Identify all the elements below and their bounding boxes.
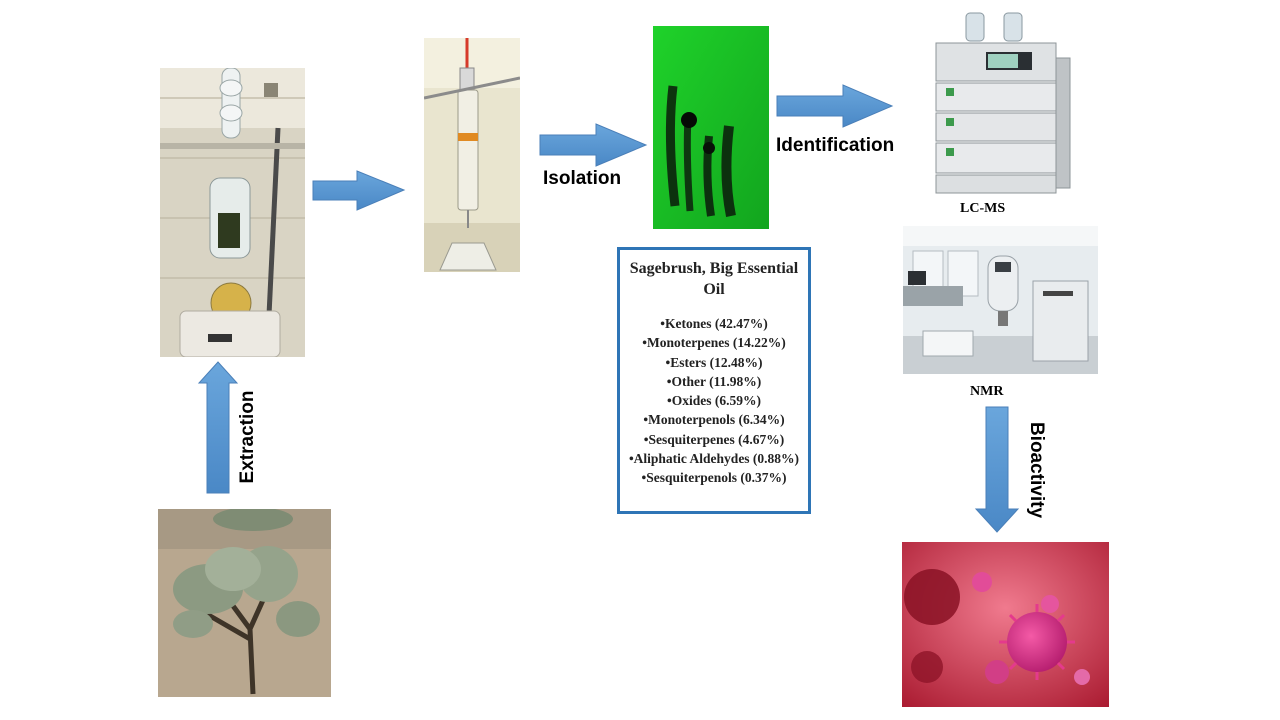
nmr-label: NMR bbox=[970, 384, 1004, 399]
essential-oil-title: Sagebrush, Big Essential Oil bbox=[629, 260, 799, 298]
isolation-arrow bbox=[539, 123, 648, 167]
isolation-label: Isolation bbox=[543, 168, 622, 189]
bioactivity-arrow bbox=[974, 406, 1020, 533]
composition-item: •Sesquiterpenols (0.37%) bbox=[641, 470, 787, 486]
composition-item: •Monoterpenols (6.34%) bbox=[643, 412, 785, 428]
composition-item: •Aliphatic Aldehydes (0.88%) bbox=[628, 451, 800, 467]
identification-label: Identification bbox=[776, 135, 895, 156]
extraction-label: Extraction bbox=[237, 390, 258, 484]
lcms-label: LC-MS bbox=[960, 201, 1006, 216]
composition-item: •Oxides (6.59%) bbox=[667, 393, 761, 409]
column-chromatography-photo bbox=[424, 38, 520, 272]
extraction-arrow bbox=[197, 361, 239, 494]
essential-oil-composition-box: Sagebrush, Big Essential Oil •Ketones (4… bbox=[617, 247, 811, 514]
composition-item: •Esters (12.48%) bbox=[665, 354, 763, 370]
tlc-plate-photo bbox=[653, 26, 769, 229]
composition-item: •Sesquiterpenes (4.67%) bbox=[643, 431, 785, 447]
sagebrush-plant-photo bbox=[158, 509, 331, 697]
identification-arrow bbox=[776, 84, 894, 128]
lcms-instrument-photo bbox=[926, 8, 1076, 198]
right-arrow-1 bbox=[312, 170, 406, 211]
nmr-instrument-photo bbox=[903, 226, 1098, 374]
composition-item: •Monoterpenes (14.22%) bbox=[642, 335, 786, 351]
bioactivity-label: Bioactivity bbox=[1026, 421, 1047, 519]
composition-item: •Ketones (42.47%) bbox=[660, 316, 768, 331]
virus-bioactivity-image bbox=[902, 542, 1109, 707]
composition-list: •Ketones (42.47%) •Monoterpenes (14.22%)… bbox=[620, 314, 808, 488]
composition-item: •Other (11.98%) bbox=[666, 373, 762, 389]
soxhlet-extraction-photo bbox=[160, 68, 305, 357]
